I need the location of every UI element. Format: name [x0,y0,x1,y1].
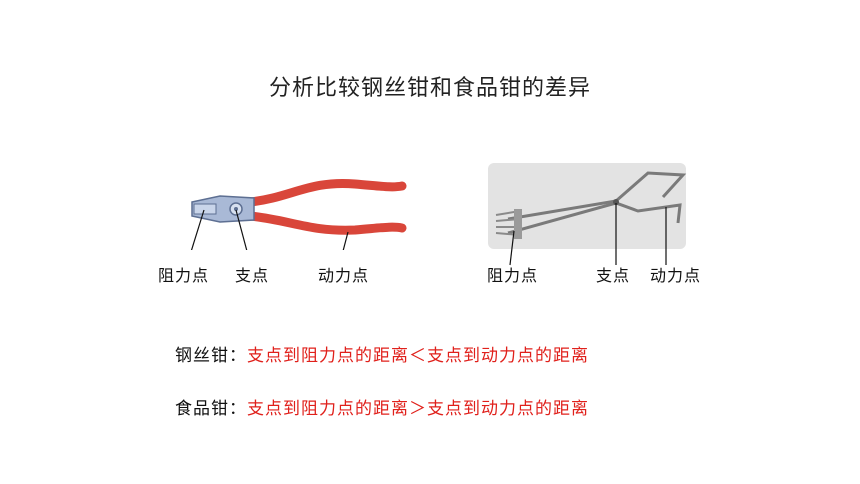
pliers-lower-handle [245,211,407,235]
tongs-resistance-label: 阻力点 [487,266,539,285]
comparison-name: 食品钳： [175,399,247,419]
pliers-effort-label: 动力点 [318,266,370,285]
tongs-pointer-lines [509,203,667,266]
comparison-statement: 支点到阻力点的距离＞支点到动力点的距离 [247,399,589,419]
comparison-name: 钢丝钳： [175,346,247,366]
pliers-upper-handle [245,178,407,207]
wire-pliers-illustration [190,178,407,250]
tongs-effort-label: 动力点 [650,266,702,285]
page-title: 分析比较钢丝钳和食品钳的差异 [268,76,591,101]
comparison-row-pliers: 钢丝钳：支点到阻力点的距离＜支点到动力点的距离 [175,341,589,366]
pliers-fulcrum-label: 支点 [235,266,270,285]
pliers-jaw [191,195,255,223]
tongs-fulcrum-label: 支点 [596,266,631,285]
tongs-pivot [613,199,619,205]
food-tongs-illustration [495,171,687,239]
pliers-resistance-label: 阻力点 [158,266,210,285]
comparison-statement: 支点到阻力点的距离＜支点到动力点的距离 [247,346,589,366]
comparison-row-tongs: 食品钳：支点到阻力点的距离＞支点到动力点的距离 [175,394,589,419]
